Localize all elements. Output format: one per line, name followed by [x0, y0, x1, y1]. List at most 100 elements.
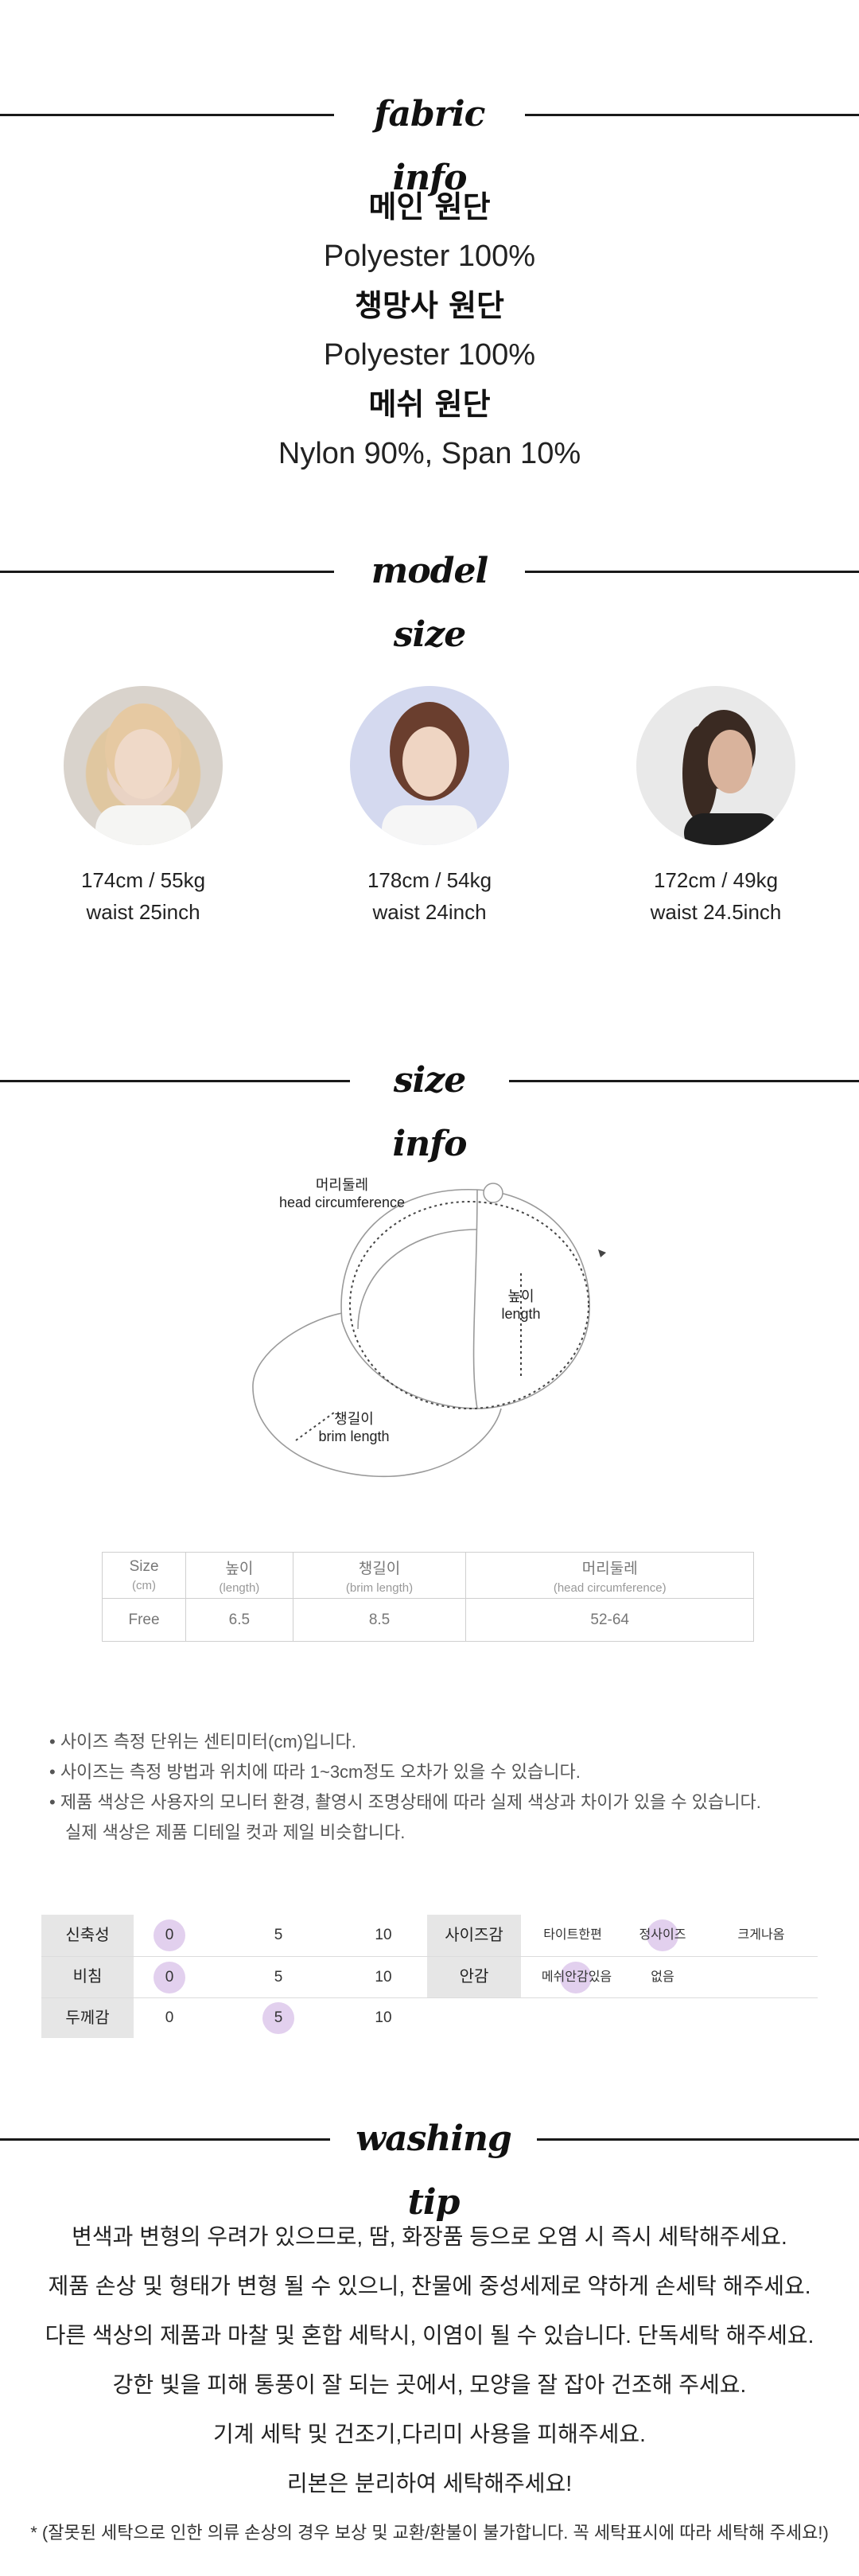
section-title: size info [392, 1060, 468, 1164]
section-title: fabric info [374, 94, 486, 198]
divider-line [0, 2138, 330, 2141]
rating-option: 메쉬안감있음 [541, 1970, 612, 1984]
rating-option: 0 [165, 2009, 174, 2026]
washing-line: 다른 색상의 제품과 마찰 및 혼합 세탁시, 이염이 될 수 있습니다. 단독… [45, 2323, 814, 2348]
fabric-list: 메인 원단 Polyester 100% 챙망사 원단 Polyester 10… [0, 183, 859, 479]
note-item: • 사이즈 측정 단위는 센티미터(cm)입니다. [49, 1732, 356, 1752]
table-cell: Free [101, 1598, 187, 1642]
rating-option: 정사이즈 [639, 1928, 686, 1942]
table-cell: 52-64 [465, 1598, 754, 1642]
model-card: 172cm / 49kg waist 24.5inch [597, 686, 835, 928]
rating-option: 0 [165, 1927, 174, 1943]
cap-crown [340, 1189, 590, 1409]
rating-option: 10 [375, 2009, 392, 2026]
rating-option: 0 [165, 1969, 174, 1986]
divider-line [509, 1080, 859, 1082]
cap-seam [472, 1189, 478, 1409]
note-item: • 제품 색상은 사용자의 모니터 환경, 촬영시 조명상태에 따라 실제 색상… [49, 1792, 761, 1812]
model-photo [636, 686, 795, 845]
rating-selected-dot [154, 1962, 185, 1993]
model-waist: waist 25inch [86, 900, 200, 924]
fabric-value: Polyester 100% [323, 240, 536, 273]
section-title: model size [371, 551, 488, 655]
fabric-value: Polyester 100% [323, 338, 536, 372]
divider-line [0, 1080, 350, 1082]
model-card: 178cm / 54kg waist 24inch [310, 686, 549, 928]
rating-selected-dot [647, 1919, 678, 1951]
label-ko: 머리둘레 [315, 1177, 369, 1193]
cap-diagram [252, 1183, 606, 1478]
rating-option: 없음 [651, 1970, 674, 1984]
table-row: Free 6.5 8.5 52-64 [101, 1598, 754, 1642]
table-header-cell: 머리둘레(head circumference) [465, 1552, 754, 1599]
label-en: head circumference [278, 1194, 406, 1210]
diagram-label-brim: 챙길이 brim length [298, 1410, 410, 1445]
washing-line: 기계 세탁 및 건조기,다리미 사용을 피해주세요. [213, 2422, 646, 2446]
head-circumference-measure [349, 1201, 589, 1409]
row-divider [423, 1997, 818, 1998]
rating-option: 타이트한편 [543, 1928, 602, 1942]
model-waist: waist 24inch [372, 900, 487, 924]
rating-option: 크게나옴 [737, 1928, 785, 1942]
rating-option: 10 [375, 1927, 392, 1943]
brim-measure [295, 1412, 335, 1441]
table-header-cell: 챙길이(brim length) [292, 1552, 467, 1599]
cap-brim [252, 1312, 502, 1478]
size-table: Size(cm) 높이(length) 챙길이(brim length) 머리둘… [101, 1552, 754, 1642]
rating-option: 5 [274, 1927, 283, 1943]
model-photo [350, 686, 509, 845]
washing-tip-header: washing tip [0, 2107, 859, 2223]
label-ko: 높이 [507, 1288, 534, 1304]
diagram-label-head: 머리둘레 head circumference [262, 1176, 422, 1211]
rating-label-thickness: 두께감 [41, 1998, 134, 2038]
divider-line [537, 2138, 859, 2141]
fabric-label: 메인 원단 [368, 189, 491, 224]
table-cell: 8.5 [292, 1598, 467, 1642]
rating-option: 5 [274, 1969, 283, 1986]
rating-selected-dot [560, 1962, 592, 1993]
fabric-value: Nylon 90%, Span 10% [278, 437, 581, 470]
divider-line [525, 571, 859, 573]
rating-option: 10 [375, 1969, 392, 1986]
arrow-icon [598, 1249, 606, 1257]
washing-line: 변색과 변형의 우려가 있으므로, 땀, 화장품 등으로 오염 시 즉시 세탁해… [72, 2224, 787, 2249]
washing-line: 리본은 분리하여 세탁해주세요! [286, 2471, 573, 2496]
rating-label-stretch: 신축성 [41, 1915, 134, 1956]
divider-line [525, 114, 859, 116]
size-notes: • 사이즈 측정 단위는 센티미터(cm)입니다. • 사이즈는 측정 방법과 … [49, 1727, 813, 1848]
divider-line [0, 571, 334, 573]
row-divider [41, 1956, 818, 1957]
cap-seam [357, 1229, 478, 1330]
divider-line [0, 114, 334, 116]
fabric-label: 챙망사 원단 [354, 288, 505, 323]
model-height-weight: 172cm / 49kg [653, 868, 779, 892]
table-header-cell: 높이(length) [185, 1552, 293, 1599]
label-en: brim length [318, 1428, 390, 1444]
table-header-cell: Size(cm) [101, 1552, 187, 1599]
model-height-weight: 174cm / 55kg [80, 868, 206, 892]
model-height-weight: 178cm / 54kg [367, 868, 492, 892]
model-card: 174cm / 55kg waist 25inch [24, 686, 262, 928]
note-item: • 사이즈는 측정 방법과 위치에 따라 1~3cm정도 오차가 있을 수 있습… [49, 1762, 581, 1782]
cap-button [483, 1183, 503, 1203]
section-title: washing tip [356, 2118, 512, 2223]
rating-selected-dot [262, 2002, 294, 2034]
rating-label-sheer: 비침 [41, 1957, 134, 1997]
washing-disclaimer: * (잘못된 세탁으로 인한 의류 손상의 경우 보상 및 교환/환불이 불가합… [30, 2523, 829, 2543]
product-rating-table: 신축성 0 5 10 사이즈감 타이트한편 정사이즈 크게나옴 비침 0 5 1… [41, 1915, 818, 2042]
diagram-label-height: 높이 length [477, 1288, 565, 1323]
size-info-header: size info [0, 1049, 859, 1164]
table-header-row: Size(cm) 높이(length) 챙길이(brim length) 머리둘… [101, 1552, 754, 1599]
rating-label-fit: 사이즈감 [427, 1915, 521, 1956]
table-cell: 6.5 [185, 1598, 293, 1642]
model-waist: waist 24.5inch [650, 900, 782, 924]
note-item: 실제 색상은 제품 디테일 컷과 제일 비슷합니다. [65, 1822, 406, 1842]
model-size-header: model size [0, 540, 859, 655]
washing-line: 제품 손상 및 형태가 변형 될 수 있으니, 찬물에 중성세제로 약하게 손세… [48, 2274, 811, 2298]
washing-line: 강한 빛을 피해 통풍이 잘 되는 곳에서, 모양을 잘 잡아 건조해 주세요. [112, 2372, 747, 2397]
label-ko: 챙길이 [334, 1411, 374, 1427]
model-photo [64, 686, 223, 845]
rating-label-lining: 안감 [427, 1957, 521, 1997]
rating-option: 5 [274, 2009, 283, 2026]
fabric-label: 메쉬 원단 [368, 387, 491, 422]
